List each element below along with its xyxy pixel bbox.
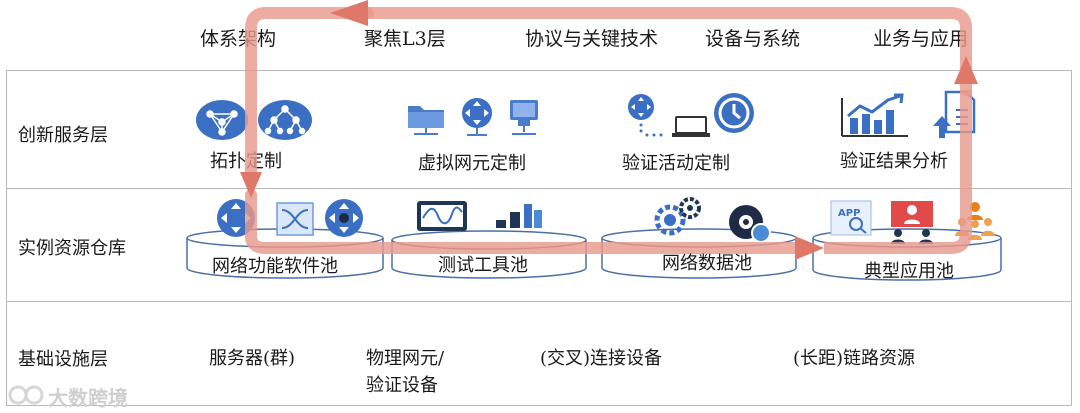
oscilloscope-icon <box>417 201 467 231</box>
row-label-innovation: 创新服务层 <box>18 125 108 146</box>
header-protocols: 协议与关键技术 <box>525 28 659 50</box>
router-node-icon <box>462 98 492 136</box>
pool-label-test-tools: 测试工具池 <box>438 255 528 276</box>
header-architecture: 体系架构 <box>200 28 277 50</box>
data-disc-icon <box>729 205 771 243</box>
row-label-foundation: 基础设施层 <box>18 349 108 370</box>
firewall-router-icon <box>325 199 363 237</box>
label-activity-custom: 验证活动定制 <box>622 153 730 174</box>
label-physical-ne-2: 验证设备 <box>366 375 438 396</box>
label-servers: 服务器(群) <box>209 348 296 369</box>
label-physical-ne-1: 物理网元/ <box>366 348 445 369</box>
watermark-logo-icon <box>8 385 44 405</box>
network-node-icon <box>628 94 710 137</box>
pool-label-network-data: 网络数据池 <box>662 253 752 274</box>
gears-icon <box>654 197 701 236</box>
mesh-topology-icon <box>196 100 248 140</box>
computer-icon <box>510 100 538 135</box>
header-business: 业务与应用 <box>873 28 969 50</box>
label-cross-connect: (交叉)连接设备 <box>540 348 663 369</box>
switch-icon <box>276 202 314 236</box>
watermark-text: 大数跨境 <box>48 386 128 410</box>
header-devices: 设备与系统 <box>705 28 801 50</box>
presentation-icon <box>891 201 933 244</box>
foundation-layer-row <box>6 301 1072 406</box>
label-result-analysis: 验证结果分析 <box>840 151 948 172</box>
header-focus-l3: 聚焦L3层 <box>364 28 446 50</box>
folder-icon <box>408 106 444 135</box>
clock-icon <box>714 93 754 133</box>
tree-topology-icon <box>258 100 312 140</box>
test-equipment-icon <box>496 204 542 228</box>
label-long-haul-links: (长距)链路资源 <box>793 348 916 369</box>
bar-chart-icon <box>841 93 908 137</box>
pool-label-nf-software: 网络功能软件池 <box>212 256 338 277</box>
pool-label-typical-apps: 典型应用池 <box>864 261 954 282</box>
label-virtual-ne-custom: 虚拟网元定制 <box>418 153 526 174</box>
app-icon-text: APP <box>838 208 860 219</box>
app-search-icon: APP <box>830 200 872 236</box>
row-label-instance: 实例资源仓库 <box>18 238 126 259</box>
